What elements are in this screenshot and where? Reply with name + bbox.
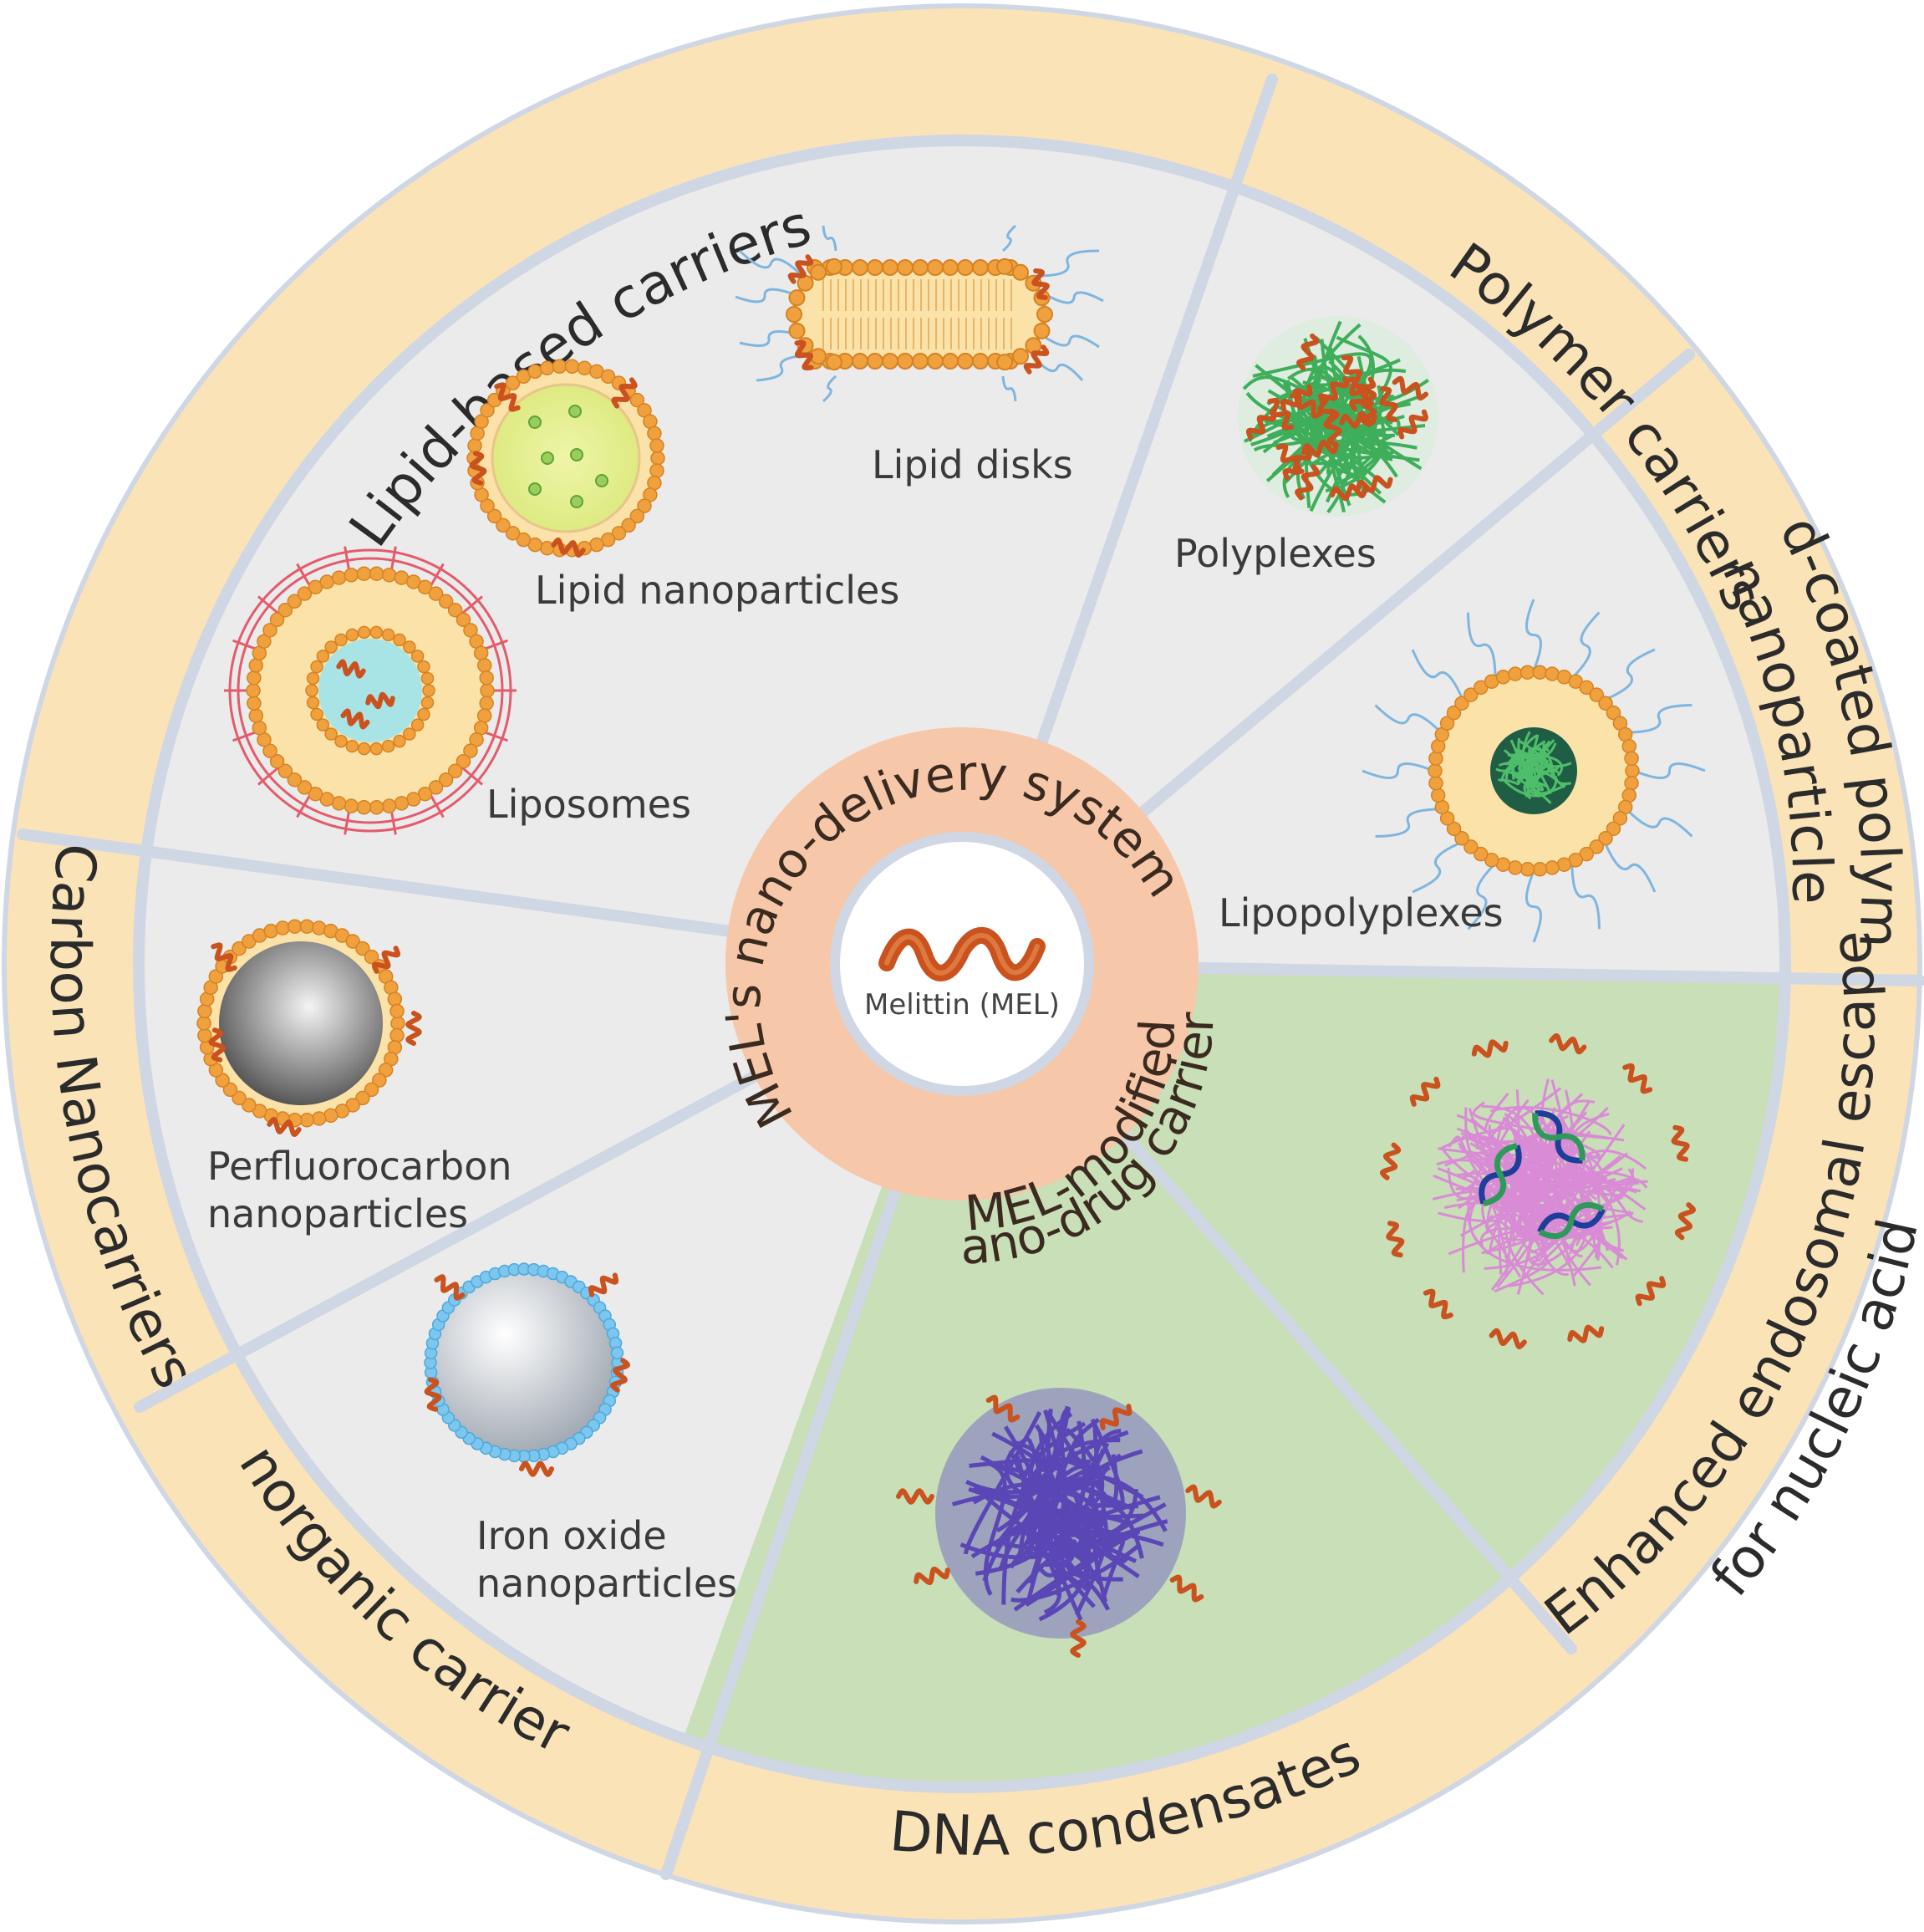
label-iron-oxide-line2: nanoparticles [476, 1561, 737, 1606]
label-iron-oxide-line1: Iron oxide [476, 1513, 667, 1558]
liposome-icon [224, 546, 517, 835]
lipid-disk-icon [735, 224, 1104, 403]
iron-oxide-nanoparticle-icon [424, 1262, 630, 1477]
endosomal-escape-complex-icon [1379, 1032, 1697, 1350]
polyplex-icon [1238, 316, 1438, 517]
inner-circle-line [133, 135, 1791, 1793]
label-lipid-disks: Lipid disks [872, 442, 1073, 487]
label-liposomes: Liposomes [486, 782, 691, 827]
dna-condensate-icon [896, 1388, 1222, 1658]
label-perfluorocarbon-line2: nanoparticles [207, 1191, 468, 1236]
melittin-helix-icon [878, 926, 1046, 981]
lipid-nanoparticle-icon [466, 359, 665, 558]
label-polyplexes: Polyplexes [1174, 531, 1377, 576]
center-label: Melittin (MEL) [864, 988, 1060, 1022]
label-perfluorocarbon-line1: Perfluorocarbon [207, 1144, 512, 1189]
radial-dividers [17, 74, 1924, 1880]
label-lipid-nanoparticles: Lipid nanoparticles [535, 568, 899, 613]
label-lipopolyplexes: Lipopolyplexes [1219, 890, 1504, 935]
perfluorocarbon-nanoparticle-icon [196, 919, 422, 1137]
outer-circle-line [2, 3, 1922, 1924]
lipopolyplex-icon [1362, 599, 1706, 943]
